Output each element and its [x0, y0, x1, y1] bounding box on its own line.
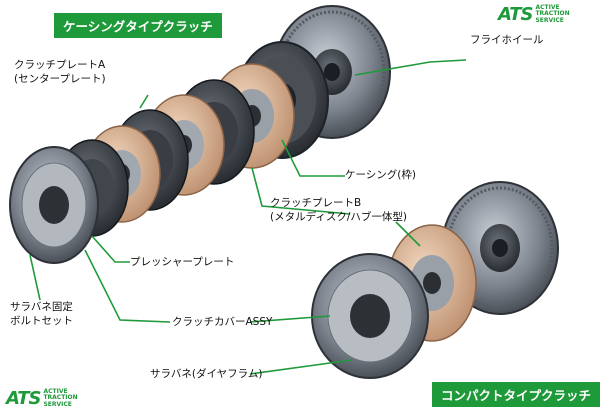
label-clutch-plate-a-line1: クラッチプレートA [14, 59, 106, 71]
label-spring-bolt-set-line2: ボルトセット [10, 315, 73, 327]
casing-type-banner: ケーシングタイプクラッチ [54, 13, 222, 38]
brand-line3: SERVICE [535, 16, 564, 24]
leader-spring-bolt [29, 254, 41, 301]
clutch-cover-upper [9, 146, 99, 264]
brand-line2: TRACTION [535, 10, 570, 18]
label-clutch-plate-b: クラッチプレートB (メタルディスク/ハブ一体型) [270, 196, 407, 224]
label-clutch-plate-a: クラッチプレートA (センタープレート) [14, 58, 106, 86]
leader-clutch-plate-a [139, 94, 149, 109]
label-clutch-cover-assy: クラッチカバーASSY [172, 316, 273, 328]
label-spring-bolt-set-line1: サラバネ固定 [10, 301, 73, 313]
label-pressure-plate: プレッシャープレート [130, 256, 235, 268]
leader-clutch-cover-lower [249, 315, 331, 323]
label-casing: ケーシング(枠) [345, 169, 416, 181]
leader-lines [29, 59, 467, 375]
brand-logo-mark: ATS [6, 388, 41, 409]
leader-flywheel [354, 59, 467, 76]
brand-logo-text: ACTIVE TRACTION SERVICE [535, 3, 570, 25]
label-diaphragm-spring: サラバネ(ダイヤフラム) [150, 368, 263, 380]
leader-diaphragm [249, 359, 353, 375]
label-clutch-plate-b-line1: クラッチプレートB [270, 197, 362, 209]
brand-logo-text: ACTIVE TRACTION SERVICE [43, 387, 78, 409]
leader-clutch-plate-b-upper [251, 167, 351, 215]
leader-clutch-plate-b-lower [395, 221, 421, 247]
leader-pressure-plate [91, 235, 130, 263]
label-spring-bolt-set: サラバネ固定 ボルトセット [10, 300, 73, 328]
compact-type-banner: コンパクトタイプクラッチ [432, 382, 600, 407]
leader-clutch-cover-upper [84, 249, 171, 323]
leader-casing [281, 139, 345, 177]
brand-line3: SERVICE [43, 400, 72, 408]
brand-logo-mark: ATS [498, 4, 533, 25]
clutch-cover-lower [311, 253, 429, 379]
label-clutch-plate-b-line2: (メタルディスク/ハブ一体型) [270, 211, 407, 223]
brand-line1: ACTIVE [535, 3, 560, 11]
label-clutch-plate-a-line2: (センタープレート) [14, 73, 106, 85]
brand-line2: TRACTION [43, 394, 78, 402]
label-flywheel: フライホイール [470, 34, 544, 46]
brand-logo-bottom: ATS ACTIVE TRACTION SERVICE [6, 388, 78, 409]
brand-line1: ACTIVE [43, 387, 68, 395]
brand-logo-top: ATS ACTIVE TRACTION SERVICE [498, 4, 570, 25]
